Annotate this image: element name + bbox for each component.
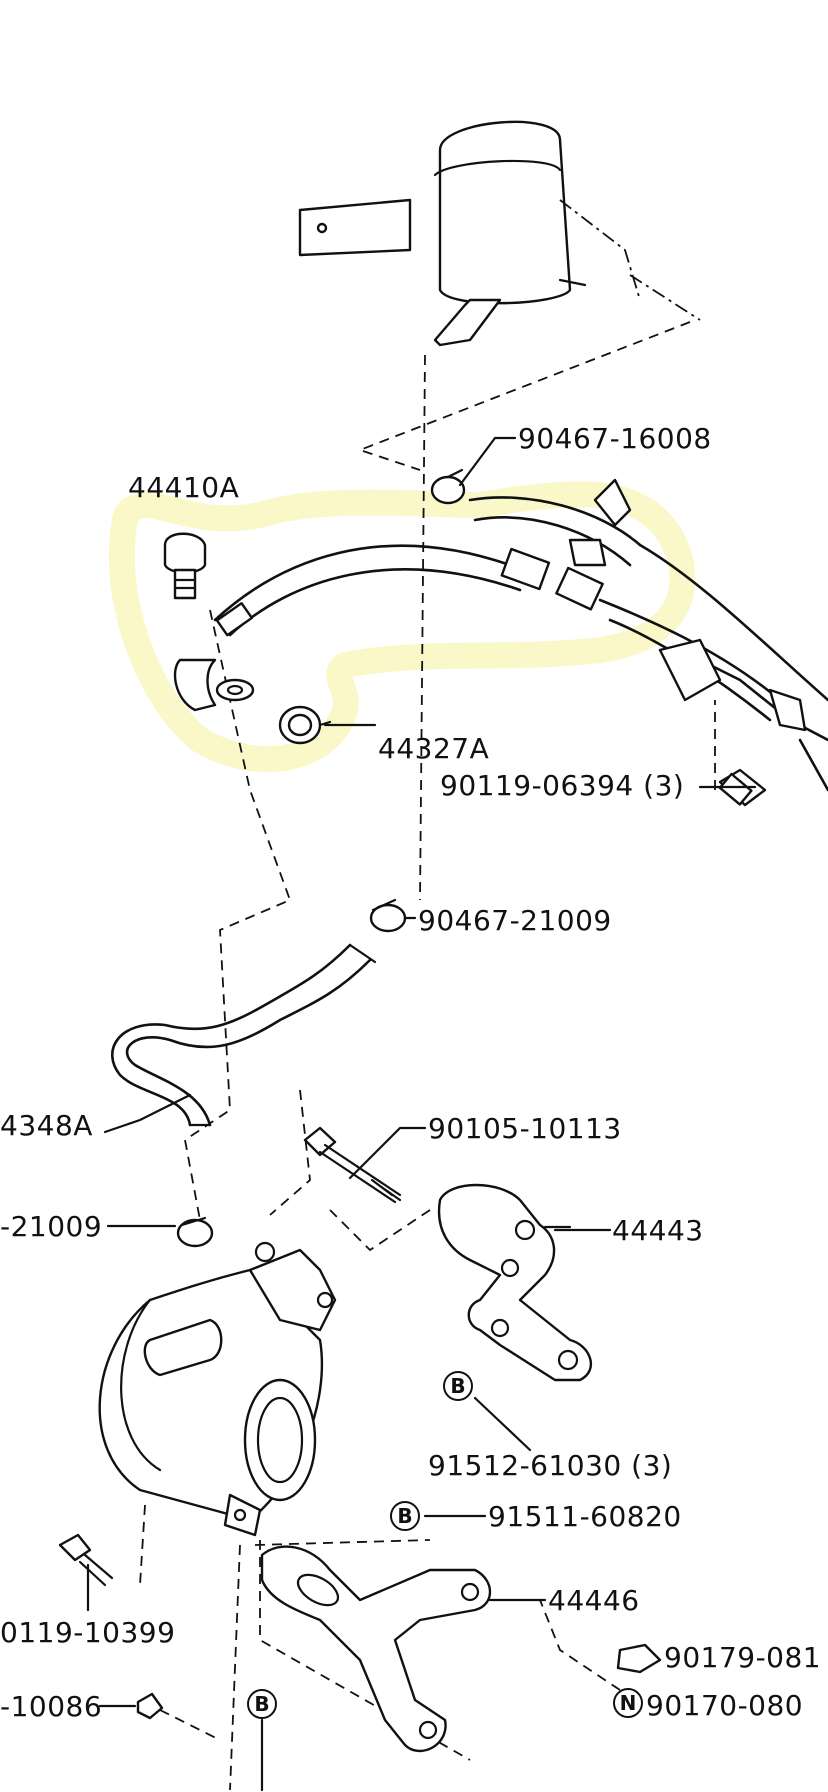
leader-pump-lower	[269, 1089, 311, 1216]
nut-icon	[616, 1643, 662, 1674]
bracket-icon	[437, 1183, 592, 1382]
leader-reservoir-hose	[357, 321, 691, 471]
label-44348A: 4348A	[0, 1109, 93, 1142]
label-44327A: 44327A	[378, 732, 489, 765]
label-91512-61030: 91512-61030 (3)	[428, 1449, 672, 1482]
svg-text:B: B	[397, 1504, 412, 1528]
label-91511-60820: 91511-60820	[488, 1500, 682, 1533]
grommet-icon	[278, 705, 332, 745]
long-bolt-icon	[303, 1126, 402, 1204]
high-pressure-hose-assembly	[173, 478, 828, 792]
label-90170-080: 90170-080	[646, 1689, 803, 1722]
leader-90105-10113	[348, 1126, 427, 1180]
svg-text:B: B	[450, 1374, 465, 1398]
union-bolt-icon	[163, 532, 207, 600]
b-badge: B	[390, 1501, 420, 1531]
label-21009-left: -21009	[0, 1210, 102, 1243]
leader-44348A	[103, 1093, 192, 1134]
reservoir-tank-icon	[298, 120, 701, 347]
label-90105-10113: 90105-10113	[428, 1112, 622, 1145]
bolt-icon	[58, 1533, 114, 1587]
power-steering-pump-icon	[98, 1241, 337, 1791]
label-44410A: 44410A	[128, 471, 239, 504]
leader-vertical-main	[419, 354, 426, 901]
leader-pump-upper	[184, 609, 292, 1221]
label-10086: -10086	[0, 1690, 102, 1723]
label-90179-081: 90179-081	[664, 1641, 821, 1674]
leader-bracket-upper	[329, 1209, 431, 1252]
hose-clamp-icon	[369, 898, 407, 933]
label-44446: 44446	[548, 1584, 640, 1617]
label-90119-10399: 0119-10399	[0, 1616, 175, 1649]
svg-text:B: B	[254, 1692, 269, 1716]
bracket-icon	[254, 1539, 492, 1752]
label-90119-06394: 90119-06394 (3)	[440, 769, 684, 802]
highlight-loop	[108, 481, 696, 773]
b-badge: B	[247, 1689, 277, 1719]
svg-text:N: N	[620, 1691, 637, 1715]
return-hose-icon	[110, 943, 377, 1127]
nut-icon	[136, 1692, 221, 1741]
leader-91512	[473, 1396, 532, 1452]
label-44443: 44443	[612, 1214, 704, 1247]
n-badge: N	[613, 1688, 643, 1718]
label-90467-21009: 90467-21009	[418, 904, 612, 937]
label-90467-16008: 90467-16008	[518, 422, 712, 455]
bolt-icon	[714, 700, 767, 807]
leader-nut	[539, 1599, 621, 1691]
hose-clamp-icon	[176, 1216, 214, 1248]
b-badge: B	[443, 1371, 473, 1401]
leader-90467-16008	[458, 436, 517, 487]
hose-clamp-icon	[430, 468, 466, 505]
